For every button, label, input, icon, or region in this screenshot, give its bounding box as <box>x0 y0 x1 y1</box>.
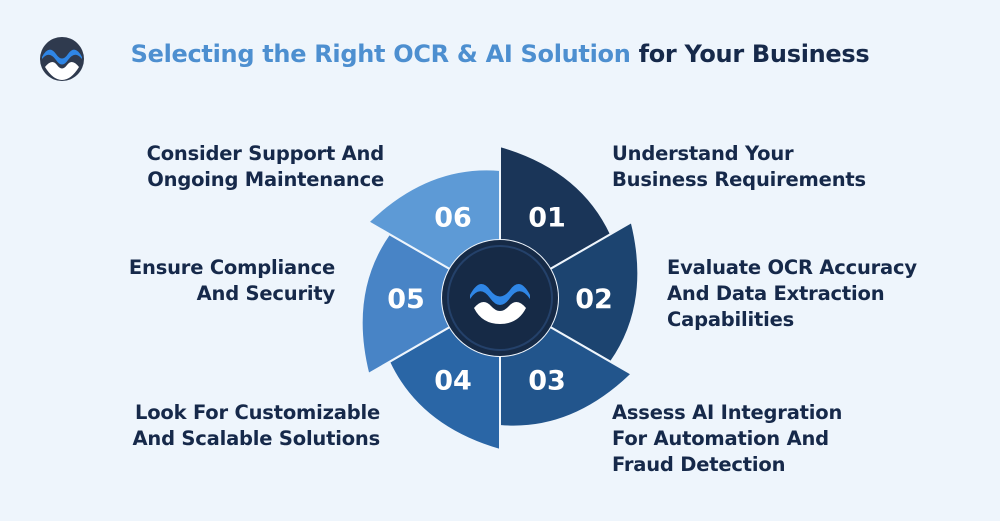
step-05-label: Ensure Compliance And Security <box>128 256 335 305</box>
step-number-05: 05 <box>387 284 425 315</box>
page-title: Selecting the Right OCR & AI Solution fo… <box>0 40 1000 68</box>
center-logo-icon <box>470 284 530 324</box>
step-number-06: 06 <box>434 203 472 234</box>
step-number-04: 04 <box>434 365 472 396</box>
step-number-03: 03 <box>528 365 566 396</box>
step-03-label: Assess AI Integration For Automation And… <box>612 401 843 476</box>
step-06-label: Consider Support And Ongoing Maintenance <box>146 142 385 191</box>
brand-logo <box>40 37 84 81</box>
step-number-02: 02 <box>575 284 613 315</box>
step-04-label: Look For Customizable And Scalable Solut… <box>132 401 381 450</box>
step-number-01: 01 <box>528 203 566 234</box>
title-highlight: Selecting the Right OCR & AI Solution <box>130 40 631 68</box>
step-02-label: Evaluate OCR Accuracy And Data Extractio… <box>667 256 917 331</box>
step-01-label: Understand Your Business Requirements <box>612 142 866 191</box>
title-rest: for Your Business <box>630 40 870 68</box>
